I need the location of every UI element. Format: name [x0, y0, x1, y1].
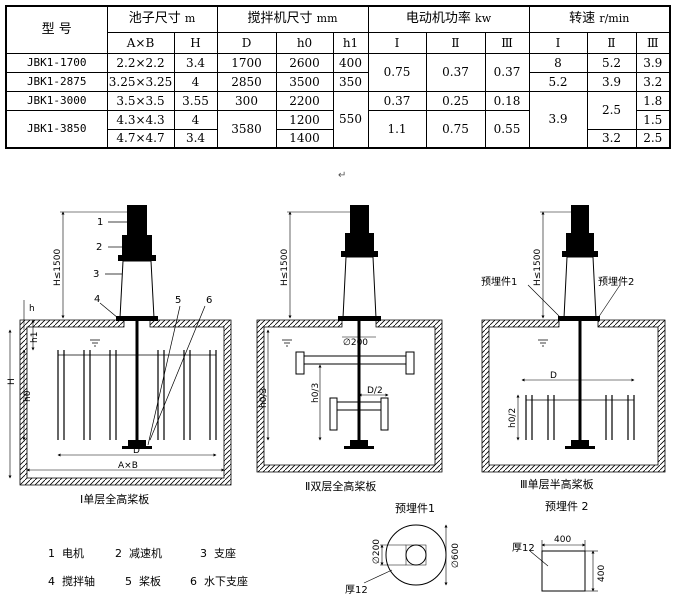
caption-diagram-3: Ⅲ单层半高桨板 — [520, 477, 594, 491]
diagram-double-full-blade: H≤1500 ∅200 h0/3 h0/3 D/2 Ⅱ双层全高桨板 — [256, 205, 443, 493]
legend-label-6: 水下支座 — [204, 574, 248, 588]
parts-legend: 1 电机 2 减速机 3 支座 4 搅拌轴 5 桨板 6 水下支座 — [48, 546, 248, 588]
dim-h1500: H≤1500 — [280, 249, 290, 286]
dim-h-small: h — [29, 304, 35, 314]
dim-d: D — [550, 371, 557, 381]
embed-part-1-thickness: 厚12 — [345, 584, 368, 596]
reducer — [345, 233, 374, 251]
support — [563, 256, 597, 319]
legend-num-3: 3 — [200, 547, 207, 560]
motor — [571, 205, 589, 233]
legend-label-4: 搅拌轴 — [62, 574, 95, 588]
embed-part-1-d600: ∅600 — [451, 543, 461, 568]
legend-label-5: 桨板 — [139, 574, 161, 588]
support — [342, 256, 377, 319]
label-embed-2: 预埋件2 — [598, 276, 634, 288]
reducer — [566, 233, 594, 251]
legend-num-2: 2 — [115, 547, 122, 560]
dim-h03-outer: h0/3 — [259, 388, 269, 408]
dim-h1500: H≤1500 — [533, 249, 543, 286]
embed-part-2-title: 预埋件 2 — [545, 500, 589, 513]
dim-h1500: H≤1500 — [53, 249, 63, 286]
embed-part-2-thickness: 厚12 — [512, 542, 535, 554]
embed-part-1-d200: ∅200 — [372, 539, 382, 564]
callout-6: 6 — [206, 295, 212, 306]
table-row: JBK1-1700 2.2×2.2 3.4 1700 2600 400 0.75… — [5, 52, 672, 92]
blade-frame — [57, 350, 217, 440]
caption-diagram-1: Ⅰ单层全高桨板 — [80, 492, 149, 506]
dim-h: H — [7, 378, 17, 385]
table-row: 4.7×4.7 3.4 1400 3.2 2.5 — [6, 128, 672, 149]
legend-label-1: 电机 — [62, 546, 84, 560]
upper-blade — [295, 355, 415, 365]
dim-d2: D/2 — [367, 386, 383, 396]
callout-3: 3 — [93, 269, 99, 280]
diagram-single-full-blade: 1 2 3 4 5 6 H≤1500 H h0 h1 h D A×B Ⅰ单层 — [7, 205, 232, 506]
callout-1: 1 — [97, 217, 103, 228]
embed-part-2-height: 400 — [597, 565, 607, 582]
table-row: JBK1-3000 3.5×3.5 3.55 300 2200 550 0.37… — [5, 90, 672, 149]
underwater-support — [350, 440, 368, 446]
header-mixer-size: 搅拌机尺寸 mm — [216, 5, 369, 33]
embed-part-2-width: 400 — [554, 535, 571, 545]
legend-label-2: 减速机 — [129, 546, 162, 560]
legend-label-3: 支座 — [214, 546, 236, 560]
dim-h03-inner: h0/3 — [311, 383, 321, 403]
dim-h0: h0 — [23, 390, 33, 402]
dim-ab: A×B — [118, 461, 138, 471]
table-row: JBK1-2875 3.25×3.25 4 2850 3500 350 5.2 … — [5, 71, 672, 92]
dim-d: D — [133, 446, 140, 456]
legend-num-6: 6 — [190, 575, 197, 588]
label-embed-1: 预埋件1 — [481, 276, 517, 288]
motor — [127, 205, 147, 235]
header-s3: Ⅲ — [635, 31, 672, 54]
header-ab: A×B — [106, 31, 175, 54]
callout-5: 5 — [175, 295, 181, 306]
embed-part-1-title: 预埋件1 — [395, 502, 435, 515]
dim-d200: ∅200 — [343, 338, 368, 348]
header-speed: 转速 r/min — [528, 5, 672, 33]
blade-frame — [525, 395, 635, 440]
underwater-support — [128, 440, 146, 446]
underwater-support — [571, 440, 589, 446]
support — [119, 260, 155, 319]
callout-4: 4 — [94, 294, 100, 305]
return-mark: ↵ — [338, 170, 346, 181]
reducer — [122, 235, 152, 255]
legend-num-1: 1 — [48, 547, 55, 560]
motor — [350, 205, 369, 233]
embed-part-2-drawing: 预埋件 2 400 400 厚12 — [512, 500, 607, 592]
caption-diagram-2: Ⅱ双层全高桨板 — [305, 479, 376, 493]
header-model: 型 号 — [5, 5, 108, 54]
table-row: JBK1-3850 4.3×4.3 4 3580 1200 1.1 0.75 0… — [5, 109, 672, 149]
legend-num-4: 4 — [48, 575, 55, 588]
dim-h02: h0/2 — [508, 408, 518, 428]
callout-2: 2 — [96, 242, 102, 253]
embed-part-1-drawing: 预埋件1 ∅200 ∅600 厚12 — [345, 502, 461, 596]
legend-num-5: 5 — [125, 575, 132, 588]
dim-h1: h1 — [30, 332, 40, 343]
diagram-single-half-blade: H≤1500 预埋件1 预埋件2 D h0/2 Ⅲ单层半高桨板 — [481, 205, 666, 491]
header-pool-size: 池子尺寸 m — [106, 5, 218, 33]
header-motor-power: 电动机功率 kw — [367, 5, 530, 33]
spec-table: 型 号 池子尺寸 m 搅拌机尺寸 mm 电动机功率 kw 转速 r/min A×… — [5, 5, 672, 149]
